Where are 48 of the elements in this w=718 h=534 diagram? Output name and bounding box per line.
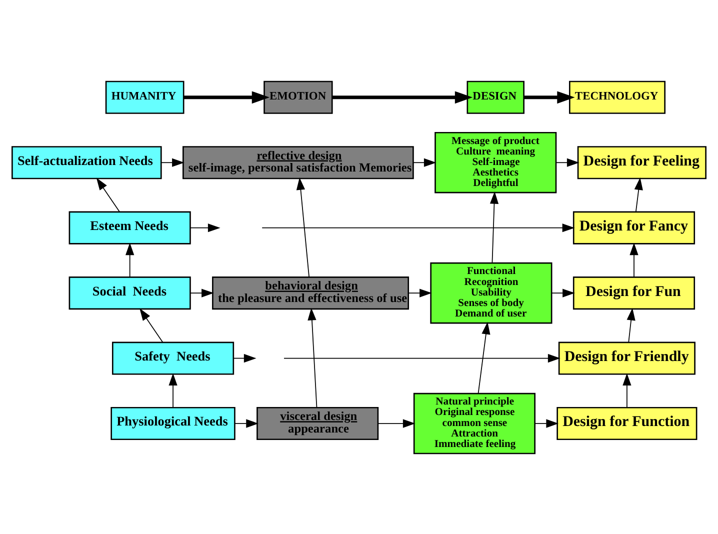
arrow	[160, 158, 184, 166]
arrow	[96, 177, 120, 212]
arrow	[634, 177, 643, 212]
node-box: Design for Function	[556, 406, 698, 440]
arrow	[622, 372, 632, 408]
node-box: Message of product Culture meaning Self-image Aesthetics Delightful	[434, 131, 557, 193]
node-box: Natural principle Original response common sense Attraction Immediate feeling	[413, 392, 536, 454]
node-box: Social Needs	[68, 276, 191, 310]
arrow	[190, 223, 220, 232]
node-box: Functional Recognition Usability Senses of body Demand of user	[430, 262, 552, 324]
node-box: Safety Needs	[112, 341, 234, 374]
arrow	[490, 190, 499, 263]
arrow	[190, 288, 214, 297]
node-box: Design for Fun	[572, 276, 696, 310]
arrow	[284, 353, 560, 362]
arrow	[413, 158, 436, 166]
arrow	[524, 90, 575, 104]
arrow	[534, 418, 559, 428]
arrow	[378, 418, 416, 428]
arrow	[233, 353, 256, 362]
arrow	[332, 90, 473, 104]
node-box: behavioral design the pleasure and effectiveness of use	[212, 276, 410, 310]
arrow	[262, 223, 575, 232]
arrow	[140, 308, 164, 342]
node-box: Esteem Needs	[68, 210, 191, 244]
node-box: DESIGN	[466, 80, 524, 114]
node-box: Design for Fancy	[572, 210, 696, 244]
node-box: reflective design self-image, personal satisfaction Memories	[182, 146, 414, 179]
arrow	[296, 176, 310, 278]
node-box: Design for Feeling	[577, 146, 706, 179]
node-box: TECHNOLOGY	[569, 80, 666, 114]
arrow	[184, 90, 270, 104]
node-box: Self-actualization Needs	[12, 146, 162, 179]
node-box: HUMANITY	[105, 80, 184, 114]
node-box: EMOTION	[264, 80, 333, 114]
node-box: visceral design appearance	[256, 406, 379, 440]
arrow	[630, 242, 638, 278]
node-box: Design for Friendly	[558, 341, 696, 374]
arrow	[168, 372, 178, 408]
arrow	[308, 307, 318, 408]
arrow	[234, 418, 258, 428]
arrow	[626, 308, 636, 342]
arrow	[478, 321, 490, 394]
arrow	[408, 288, 432, 297]
node-box: Physiological Needs	[110, 406, 236, 440]
arrow	[556, 158, 580, 166]
arrow	[126, 242, 134, 278]
arrow	[551, 288, 575, 297]
